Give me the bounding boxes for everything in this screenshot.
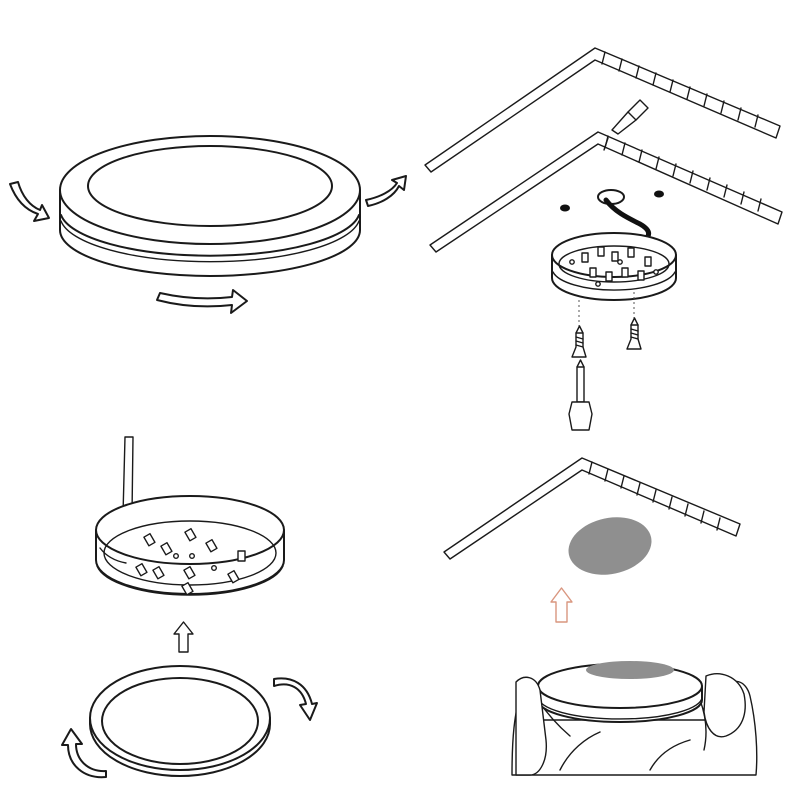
power-cable bbox=[603, 99, 649, 151]
fixture-base bbox=[551, 232, 677, 301]
step-3-attach-cover bbox=[61, 436, 318, 779]
rotate-arrow-icon bbox=[156, 289, 248, 314]
screw-icon bbox=[571, 325, 587, 358]
round-light-fixture bbox=[59, 135, 361, 277]
screw-icon bbox=[626, 317, 642, 350]
screwdriver-icon bbox=[568, 359, 593, 431]
round-light-fixture bbox=[537, 661, 703, 723]
wire bbox=[603, 197, 652, 239]
adhesive-pad bbox=[568, 517, 652, 575]
adhesive-pad bbox=[586, 661, 674, 679]
screw-hole bbox=[654, 190, 664, 198]
step-4-adhesive-mount bbox=[443, 457, 758, 776]
hand-icon bbox=[515, 673, 746, 776]
up-arrow-icon bbox=[550, 587, 573, 623]
cable-hole bbox=[597, 189, 625, 205]
step-2-mount-base bbox=[424, 47, 783, 431]
step-1-twist-cover bbox=[9, 135, 407, 314]
rotate-arrow-icon bbox=[273, 677, 318, 721]
ceiling-panel bbox=[443, 457, 741, 560]
rotate-arrow-icon bbox=[365, 175, 407, 207]
ceiling-panel bbox=[424, 47, 781, 173]
up-arrow-icon bbox=[173, 621, 194, 653]
led-chip bbox=[569, 246, 659, 287]
fixture-base bbox=[95, 495, 285, 596]
rotate-arrow-icon bbox=[61, 728, 107, 779]
round-cover bbox=[89, 665, 271, 777]
led-chip bbox=[135, 527, 246, 596]
rotate-arrow-icon bbox=[9, 181, 50, 222]
screw-hole bbox=[560, 204, 570, 212]
